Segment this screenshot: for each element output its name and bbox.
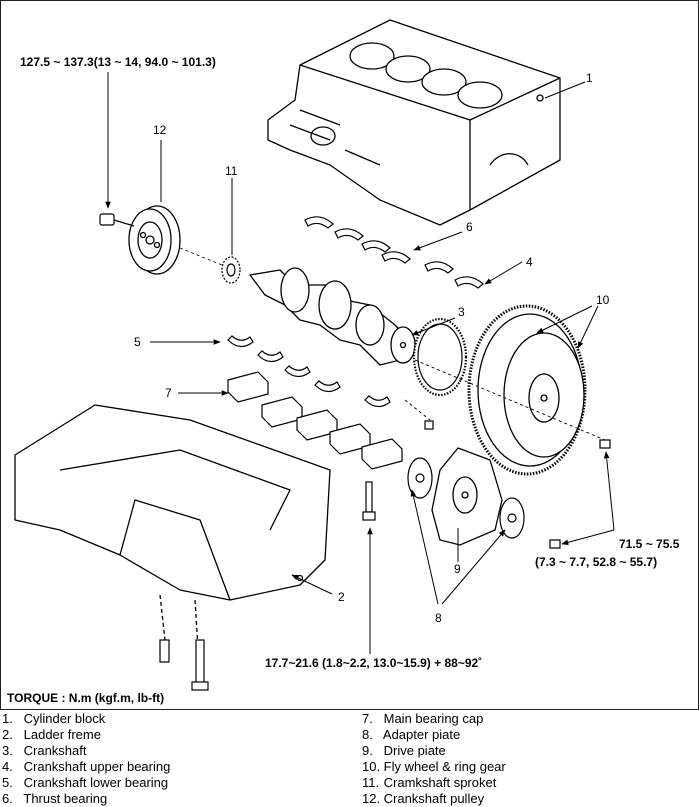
small-ring-gear xyxy=(412,317,468,397)
callout-4: 4 xyxy=(526,255,533,269)
callout-12: 12 xyxy=(153,123,167,137)
torque-unit-title: TORQUE : N.m (kgf.m, lb-ft) xyxy=(7,691,165,705)
leader-lines xyxy=(105,72,615,654)
legend-item: 2. Ladder freme xyxy=(2,727,101,742)
parts-legend: 1. Cylinder block 2. Ladder freme 3. Cra… xyxy=(0,711,700,806)
crankshaft-pulley xyxy=(128,205,181,275)
legend-item: 12. Crankshaft pulley xyxy=(362,791,485,806)
callout-1: 1 xyxy=(586,71,593,85)
callout-5: 5 xyxy=(134,335,141,349)
crankshaft xyxy=(249,267,416,366)
torque-spec-pulley: 127.5 ~ 137.3(13 ~ 14, 94.0 ~ 101.3) xyxy=(20,55,216,69)
callout-8: 8 xyxy=(435,611,442,625)
lower-bearings xyxy=(227,335,391,408)
bearing-cap-bolt xyxy=(362,481,376,521)
exploded-view-diagram: 127.5 ~ 137.3(13 ~ 14, 94.0 ~ 101.3) 71.… xyxy=(14,19,680,691)
flywheel xyxy=(467,304,587,476)
legend-item: 7. Main bearing cap xyxy=(362,711,484,726)
ladder-frame xyxy=(14,404,331,681)
legend-item: 5. Crankshaft lower bearing xyxy=(2,775,169,790)
cylinder-block xyxy=(267,19,561,226)
flywheel-bolts xyxy=(424,420,611,549)
diagram-frame xyxy=(0,0,699,710)
legend-item: 3. Crankshaft xyxy=(2,743,87,758)
crankshaft-sprocket xyxy=(221,256,241,284)
assembly-lines xyxy=(179,247,606,441)
torque-spec-flywheel-2: (7.3 ~ 7.7, 52.8 ~ 55.7) xyxy=(535,555,657,569)
legend-item: 9. Drive piate xyxy=(362,743,446,758)
torque-spec-flywheel-1: 71.5 ~ 75.5 xyxy=(619,537,680,551)
legend-item: 11. Cramkshaft sproket xyxy=(362,775,497,790)
drive-plate xyxy=(431,447,503,546)
torque-spec-bearing-cap: 17.7~21.6 (1.8~2.2, 13.0~15.9) + 88~92˚ xyxy=(265,656,482,670)
legend-item: 8. Adapter piate xyxy=(362,727,461,742)
callout-10: 10 xyxy=(596,293,610,307)
callout-6: 6 xyxy=(466,220,473,234)
callout-9: 9 xyxy=(454,562,461,576)
callout-7: 7 xyxy=(165,386,172,400)
main-bearing-caps xyxy=(227,371,403,470)
legend-item: 10. Fly wheel & ring gear xyxy=(362,759,506,774)
upper-bearings xyxy=(304,216,484,289)
adapter-plates xyxy=(407,457,525,539)
legend-item: 6. Thrust bearing xyxy=(2,791,108,806)
ladder-bolts xyxy=(159,639,209,691)
legend-item: 4. Crankshaft upper bearing xyxy=(2,759,171,774)
callout-11: 11 xyxy=(225,164,238,178)
callout-3: 3 xyxy=(458,305,465,319)
legend-column-right: 7. Main bearing cap 8. Adapter piate 9. … xyxy=(362,711,506,807)
pulley-bolt xyxy=(99,213,135,227)
legend-item: 1. Cylinder block xyxy=(2,711,106,726)
callout-2: 2 xyxy=(338,590,345,604)
legend-column-left: 1. Cylinder block 2. Ladder freme 3. Cra… xyxy=(2,711,170,807)
